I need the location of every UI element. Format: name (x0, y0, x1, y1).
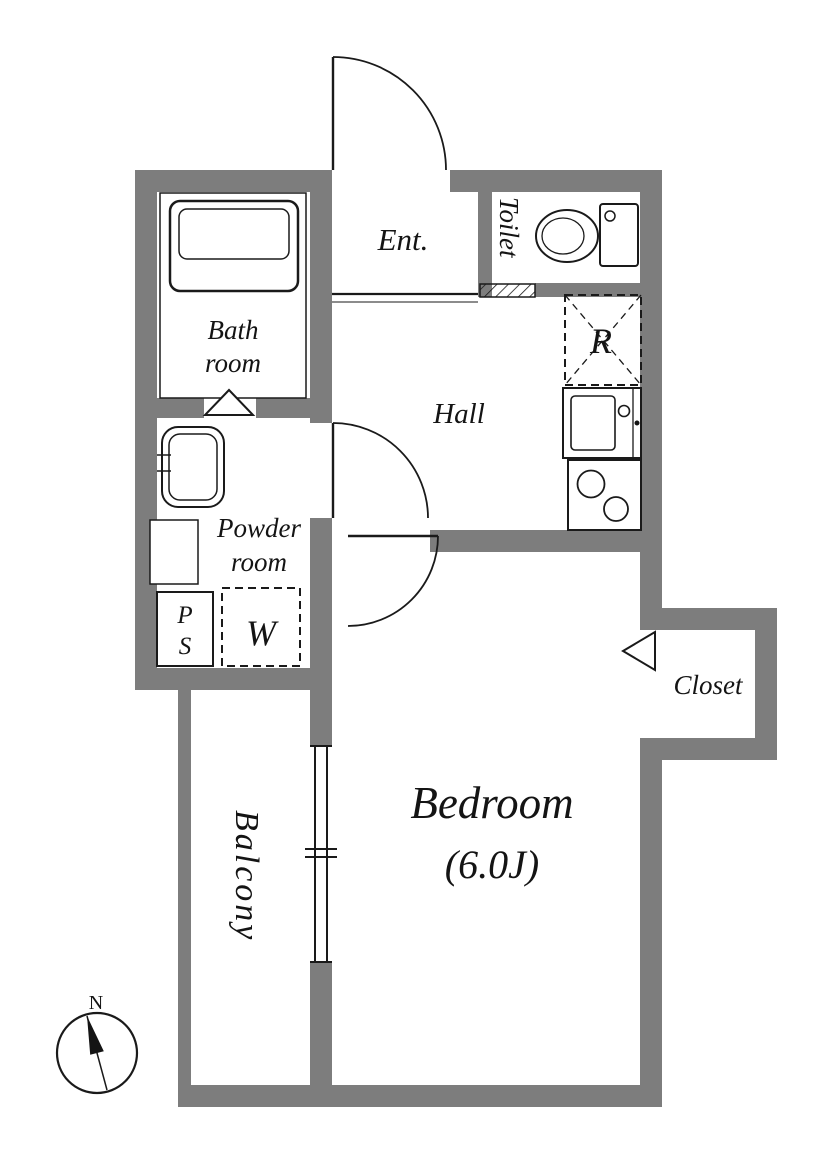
powder-room-label-line1: Powder (216, 513, 301, 543)
powder-room-label-line2: room (231, 547, 287, 577)
pipe-space-label-s: S (179, 633, 192, 660)
wall-top-right (450, 170, 662, 192)
toilet-tank (599, 203, 639, 267)
toilet-group (479, 203, 639, 298)
stove-burner-2 (603, 496, 629, 522)
wall-toilet-bottom (535, 283, 640, 297)
wall-center-lower (310, 963, 332, 1085)
closet-label: Closet (673, 670, 744, 700)
toilet-bowl-inner (541, 217, 585, 255)
entrance-label: Ent. (377, 222, 429, 257)
powder-room-group (149, 422, 429, 667)
bathroom-group (159, 192, 307, 416)
wall-closet-right (755, 608, 777, 760)
refrigerator-diagonal-1 (564, 294, 642, 386)
bedroom-group (347, 534, 656, 672)
wall-right-lower (640, 738, 662, 1107)
compass-needle-north (87, 1016, 104, 1055)
balcony-label: Balcony (228, 810, 265, 942)
kitchen-sink-unit (562, 387, 642, 459)
refrigerator-label: R (589, 321, 612, 361)
wall-top-left (135, 170, 332, 192)
washer-label: W (246, 613, 279, 653)
toilet-label: Toilet (494, 197, 524, 259)
kitchen-group (562, 294, 642, 531)
wall-closet-top (640, 608, 777, 630)
refrigerator-space (564, 294, 642, 386)
vanity-sink-inner (168, 433, 218, 501)
washer-space (221, 587, 301, 667)
refrigerator-diagonal-2 (564, 294, 642, 386)
stove-unit (567, 459, 642, 531)
compass-circle (55, 1011, 139, 1095)
wall-balcony-left (178, 690, 191, 1085)
toilet-flush-button (604, 210, 616, 222)
bedroom-door-arc (347, 535, 439, 627)
wall-left (135, 170, 157, 690)
kitchen-sink-basin (570, 395, 616, 451)
wall-bath-divider-left (157, 398, 204, 418)
wall-bath-divider-right (256, 398, 310, 418)
bath-folding-door (202, 388, 256, 416)
wall-powder-bottom (135, 668, 332, 690)
wall-center-upper (310, 170, 332, 423)
wall-hall-bedroom (430, 530, 662, 552)
kitchen-faucet (617, 404, 631, 418)
powder-door-arc (332, 422, 429, 519)
toilet-bowl (535, 209, 599, 263)
toilet-sliding-door (479, 283, 536, 298)
compass: N (55, 992, 139, 1095)
kitchen-knob (634, 420, 640, 426)
vanity-sink (161, 426, 225, 508)
bathtub-inner (178, 208, 290, 260)
pipe-space-label-p: P (176, 602, 192, 629)
wall-ent-toilet-divider (478, 192, 492, 297)
wall-right-upper (640, 170, 662, 630)
bedroom-size-label: (6.0J) (445, 842, 539, 887)
bathroom-label-line1: Bath (208, 315, 259, 345)
hall-label: Hall (432, 398, 485, 430)
entrance-group (331, 56, 478, 303)
stove-burner-1 (576, 469, 606, 499)
bedroom-label: Bedroom (410, 778, 573, 828)
bathtub (168, 199, 300, 293)
balcony-window (305, 745, 337, 963)
wall-bottom (178, 1085, 662, 1107)
room-labels: Ent. Toilet Bath room Hall R Powder room… (176, 197, 744, 942)
wall-center-mid (310, 518, 332, 745)
bathroom-label-line2: room (205, 348, 261, 378)
closet-door-triangle (621, 630, 656, 672)
entrance-door-arc (332, 56, 447, 171)
wall-niche (149, 519, 199, 585)
north-label: N (89, 992, 103, 1014)
pipe-space-box (156, 591, 214, 667)
walls (135, 170, 777, 1107)
wall-closet-bottom (640, 738, 777, 760)
